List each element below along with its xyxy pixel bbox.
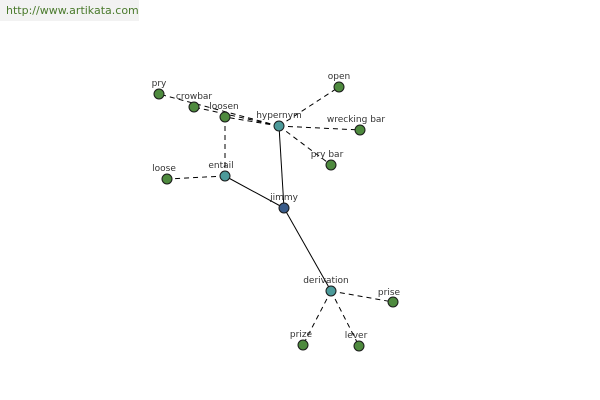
- edge-jimmy-hypernym: [278, 125, 285, 209]
- node-label-prise: prise: [378, 288, 401, 298]
- edge-hypernym-loosen: [224, 116, 280, 127]
- node-label-wrecking-bar: wrecking bar: [327, 115, 386, 125]
- edge-jimmy-derivation: [283, 207, 332, 292]
- node-crowbar[interactable]: [188, 101, 200, 113]
- edge-hypernym-wrecking-bar: [278, 125, 361, 131]
- node-loosen[interactable]: [219, 111, 231, 123]
- node-wrecking-bar[interactable]: [354, 124, 366, 136]
- node-jimmy[interactable]: [278, 202, 290, 214]
- labels-layer: jimmyhypernymentailderivationprycrowbarl…: [152, 72, 401, 341]
- edge-jimmy-entail: [224, 175, 285, 209]
- edge-hypernym-open: [278, 86, 340, 127]
- node-loose[interactable]: [161, 173, 173, 185]
- node-label-hypernym: hypernym: [256, 111, 302, 121]
- node-label-lever: lever: [345, 331, 368, 341]
- source-link[interactable]: http://www.artikata.com: [0, 0, 139, 21]
- node-label-pry: pry: [152, 79, 167, 89]
- edge-entail-loose: [166, 175, 226, 180]
- node-prise[interactable]: [387, 296, 399, 308]
- edges-layer: [158, 86, 394, 347]
- node-label-prize: prize: [290, 330, 313, 340]
- node-pry[interactable]: [153, 88, 165, 100]
- edge-derivation-prize: [302, 290, 332, 346]
- edge-derivation-prise: [330, 290, 394, 303]
- node-entail[interactable]: [219, 170, 231, 182]
- node-label-entail: entail: [208, 161, 233, 171]
- node-hypernym[interactable]: [273, 120, 285, 132]
- node-derivation[interactable]: [325, 285, 337, 297]
- node-prize[interactable]: [297, 339, 309, 351]
- node-label-pry-bar: pry bar: [311, 150, 344, 160]
- node-label-open: open: [328, 72, 350, 82]
- node-label-crowbar: crowbar: [176, 92, 213, 102]
- node-lever[interactable]: [353, 340, 365, 352]
- nodes-layer: [153, 81, 399, 352]
- edge-derivation-lever: [330, 290, 360, 347]
- node-pry-bar[interactable]: [325, 159, 337, 171]
- node-open[interactable]: [333, 81, 345, 93]
- node-label-jimmy: jimmy: [269, 193, 299, 203]
- edge-hypernym-pry-bar: [278, 125, 332, 166]
- node-label-derivation: derivation: [303, 276, 349, 286]
- node-label-loose: loose: [152, 164, 176, 174]
- edge-hypernym-crowbar: [193, 106, 280, 127]
- node-label-loosen: loosen: [209, 102, 238, 112]
- edge-hypernym-pry: [158, 93, 280, 127]
